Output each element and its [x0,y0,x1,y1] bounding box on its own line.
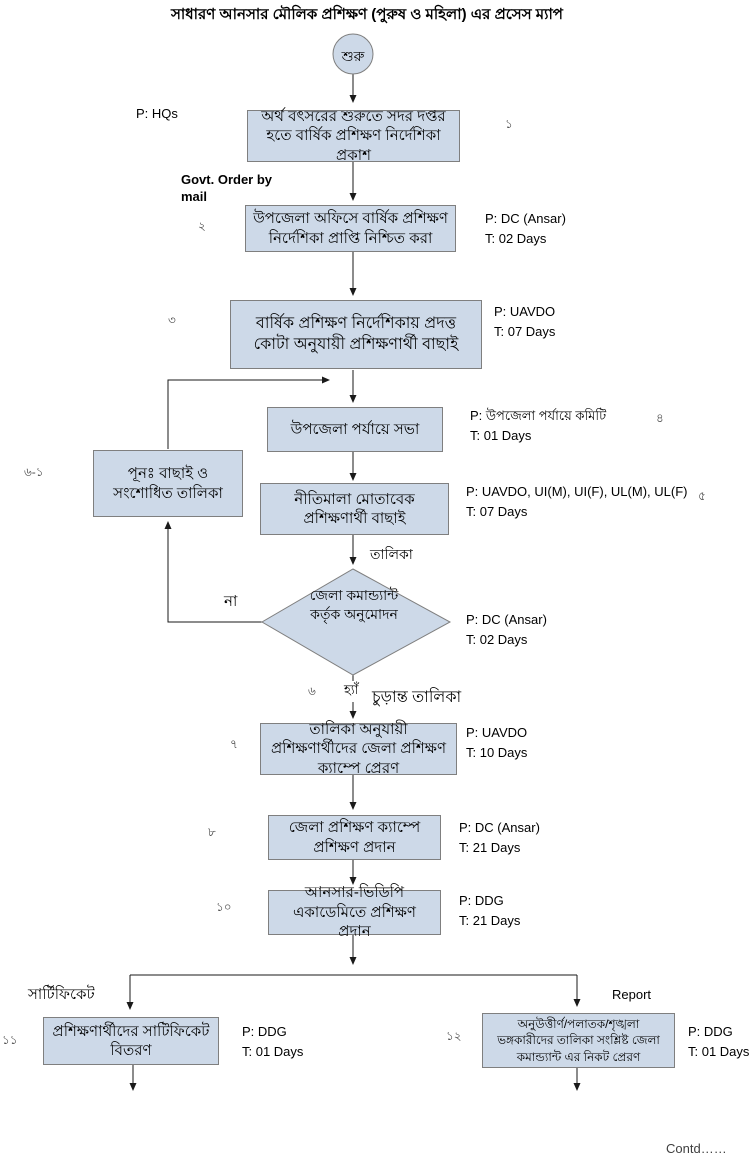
step7-box: তালিকা অনুযায়ী প্রশিক্ষণার্থীদের জেলা প… [260,721,457,777]
step2-box: উপজেলা অফিসে বার্ষিক প্রশিক্ষণ নির্দেশিক… [245,205,456,252]
annotation-decision: P: DC (Ansar) T: 02 Days [466,610,547,649]
step-number-5: ৫ [698,489,706,503]
annotation-step10-t: T: 21 Days [459,912,521,928]
edge-label-talika: তালিকা [370,546,413,562]
page-title: সাধারণ আনসার মৌলিক প্রশিক্ষণ (পুরুষ ও মহ… [171,6,563,23]
annotation-step10: P: DDG T: 21 Days [459,891,520,930]
edge-label-report: Report [612,987,652,1002]
annotation-step1-p: P: HQs [136,106,178,121]
annotation-step8: P: DC (Ansar) T: 21 Days [459,818,540,857]
annotation-step12-p: P: DDG [688,1024,733,1039]
annotation-step12-t: T: 01 Days [688,1043,750,1059]
annotation-step8-p: P: DC (Ansar) [459,820,540,835]
edge-label-yes: হ্যাঁ [344,681,359,702]
step-number-11: ১১ [2,1033,18,1047]
decision-diamond-label: জেলা কমান্ড্যান্ট কর্তৃক অনুমোদন [309,587,399,622]
annotation-step5: P: UAVDO, UI(M), UI(F), UL(M), UL(F) T: … [466,482,687,521]
edge-label-final-list: চুড়ান্ত তালিকা [372,689,462,706]
annotation-step10-p: P: DDG [459,893,504,908]
annotation-step7-p: P: UAVDO [466,725,528,740]
step-number-1: ১ [505,117,513,131]
annotation-step11-t: T: 01 Days [242,1043,304,1059]
annotation-step5-t: T: 07 Days [466,503,528,519]
annotation-step4-t: T: 01 Days [470,427,532,443]
step-number-10: ১০ [216,900,232,914]
step-number-12: ১২ [446,1029,462,1043]
edge-label-certificate: সার্টিফিকেট [28,986,95,1003]
annotation-step2-p: P: DC (Ansar) [485,211,566,226]
annotation-step3-p: P: UAVDO [494,304,556,319]
annotation-step4-p: P: উপজেলা পর্যায়ে কমিটি [470,408,607,423]
step-number-8: ৮ [208,825,216,839]
annotation-step1: P: HQs [136,104,178,124]
arrow-decision-no-to-rework [164,521,262,623]
contd-note: Contd…… [666,1141,727,1156]
step-number-4: ৪ [656,411,664,425]
annotation-step8-t: T: 21 Days [459,839,521,855]
start-node-circle [332,33,374,75]
step11-box: প্রশিক্ষণার্থীদের সাটিফিকেট বিতরণ [43,1017,219,1065]
annotation-step11-p: P: DDG [242,1024,287,1039]
annotation-decision-t: T: 02 Days [466,631,528,647]
annotation-step7-t: T: 10 Days [466,744,528,760]
step5-box: নীতিমালা মোতাবেক প্রশিক্ষণার্থী বাছাই [260,483,449,535]
start-node-label: শুরু [341,48,365,64]
step10-box: আনসার-ভিডিপি একাডেমিতে প্রশিক্ষণ প্রদান [268,884,441,940]
annotation-step7: P: UAVDO T: 10 Days [466,723,527,762]
annotation-step2: P: DC (Ansar) T: 02 Days [485,209,566,248]
step1-box: অর্থ বৎসরের শুরুতে সদর দপ্তর হতে বার্ষিক… [247,108,460,164]
step-number-2: ২ [198,219,206,233]
annotation-step5-p: P: UAVDO, UI(M), UI(F), UL(M), UL(F) [466,484,688,499]
step12-box: অনুউত্তীর্ণ/পলাতক/শৃঙ্খলা ভঙ্গকারীদের তা… [482,1013,675,1068]
rework-box: পূনঃ বাছাই ও সংশোধিত তালিকা [93,450,243,517]
annotation-decision-p: P: DC (Ansar) [466,612,547,627]
edge-label-no: না [224,593,238,610]
step-number-6-1: ৬-১ [24,465,44,479]
decision-diamond-shape [261,568,452,676]
step-number-7: ৭ [230,737,238,751]
annotation-step2-t: T: 02 Days [485,230,547,246]
annotation-step3-t: T: 07 Days [494,323,556,339]
annotation-step4: P: উপজেলা পর্যায়ে কমিটি T: 01 Days [470,406,606,445]
step3-box: বার্ষিক প্রশিক্ষণ নির্দেশিকায় প্রদত্ত ক… [230,300,482,369]
annotation-step3: P: UAVDO T: 07 Days [494,302,555,341]
annotation-step11: P: DDG T: 01 Days [242,1022,303,1061]
arrow-rework-to-mainflow [167,376,330,449]
edge-label-govt-order: Govt. Order by mail [181,172,273,204]
step8-box: জেলা প্রশিক্ষণ ক্যাম্পে প্রশিক্ষণ প্রদান [268,815,441,860]
step-number-6: ৬ [308,684,316,698]
annotation-step12: P: DDG T: 01 Days [688,1022,749,1061]
step-number-3: ৩ [168,313,176,327]
step4-box: উপজেলা পর্যায়ে সভা [267,407,443,452]
